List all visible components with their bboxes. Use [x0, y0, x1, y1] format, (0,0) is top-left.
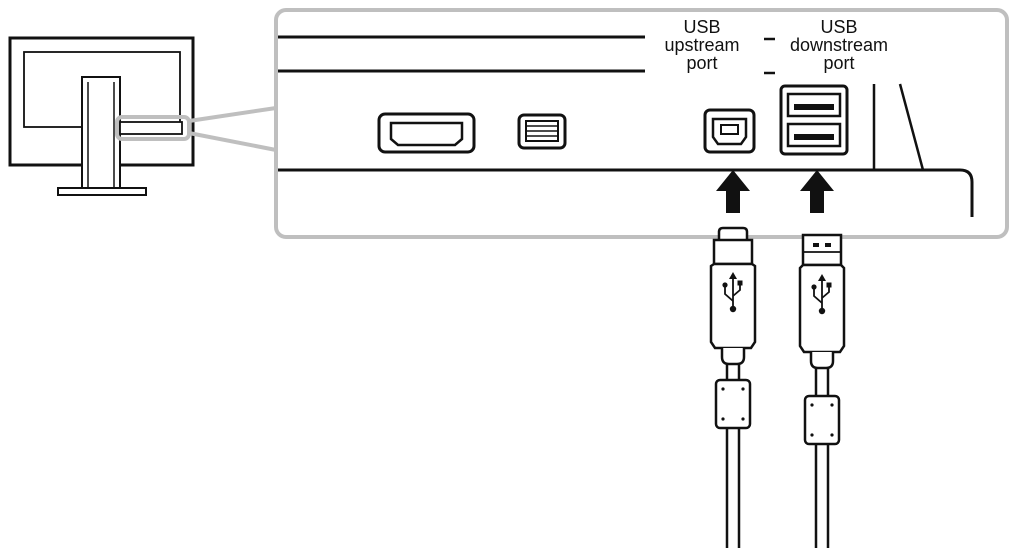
usb-upstream-port — [703, 108, 756, 154]
arrow-up-icon — [716, 170, 750, 213]
mini-displayport-port — [517, 113, 567, 150]
label-line: upstream — [664, 35, 740, 55]
label-line: downstream — [789, 35, 889, 55]
usb-upstream-port-label: USB upstream port — [652, 18, 752, 72]
usb-downstream-port-label: USB downstream port — [776, 18, 902, 72]
label-line: USB — [820, 17, 858, 37]
callout-highlight — [115, 106, 277, 152]
usb-b-cable — [709, 226, 757, 548]
label-line: port — [823, 53, 855, 73]
displayport-port — [377, 112, 476, 154]
monitor-rear-view — [8, 36, 195, 196]
usb-downstream-ports — [779, 84, 849, 156]
label-line: USB — [683, 17, 721, 37]
label-line: port — [686, 53, 718, 73]
arrow-up-icon — [800, 170, 834, 213]
